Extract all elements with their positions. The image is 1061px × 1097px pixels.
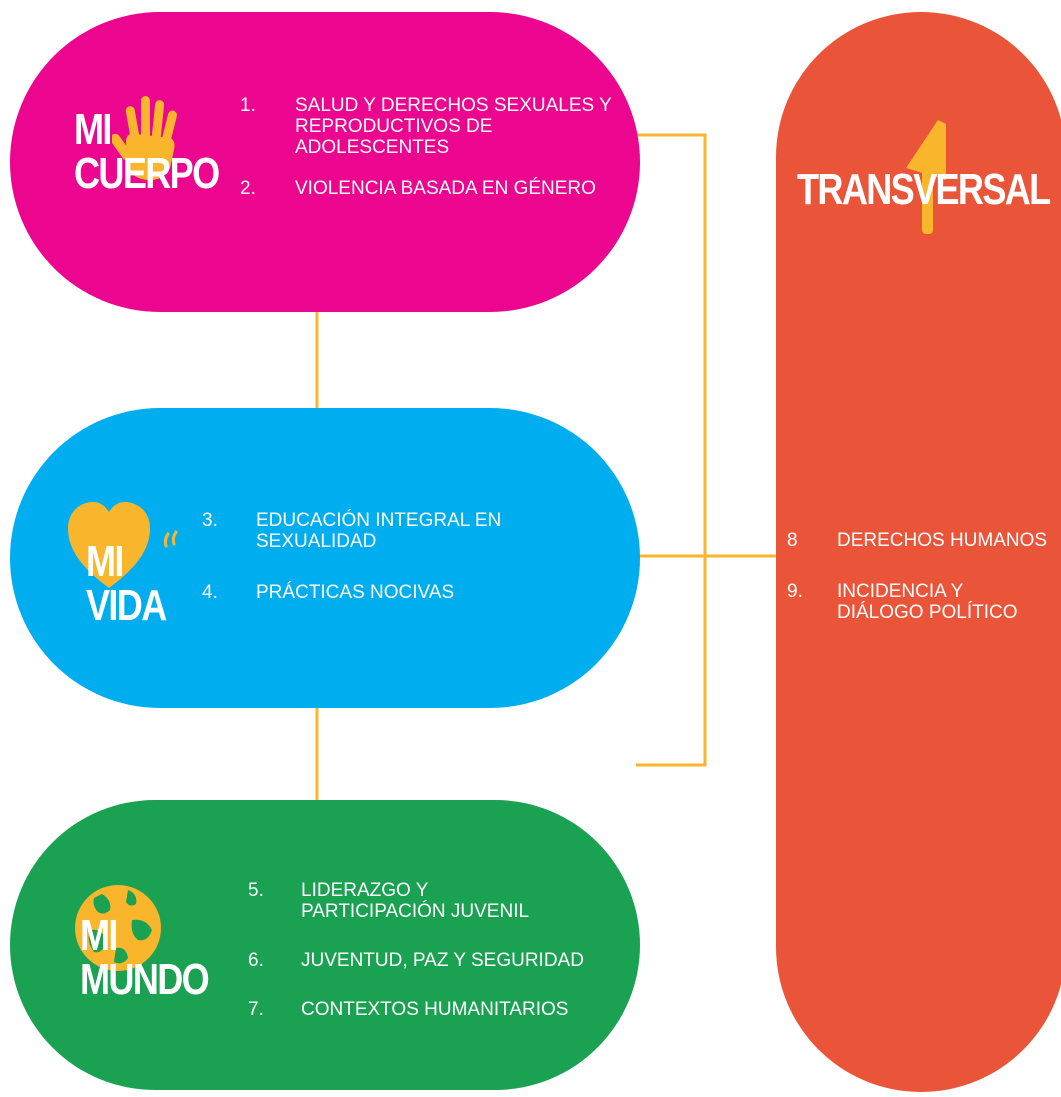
list-item: 5. LIDERAZGO Y PARTICIPACIÓN JUVENIL [248, 880, 608, 922]
globe-icon [75, 885, 161, 971]
heart-icon [68, 502, 178, 588]
transversal-title: TRANSVERSAL [797, 165, 1051, 214]
item-label: JUVENTUD, PAZ Y SEGURIDAD [301, 950, 584, 971]
list-item: 1. SALUD Y DERECHOS SEXUALES Y REPRODUCT… [240, 95, 625, 158]
transversal-pill [776, 12, 1061, 1092]
connector-bracket [636, 133, 707, 767]
mi-cuerpo-pill [10, 12, 640, 312]
item-label: DERECHOS HUMANOS [837, 530, 1048, 551]
mi-mundo-title: MI MUNDO [80, 911, 210, 1004]
mi-vida-title: MI VIDA [86, 537, 167, 630]
item-number: 6. [248, 950, 264, 971]
item-label: CONTEXTOS HUMANITARIOS [301, 999, 569, 1020]
mi-vida-title-line1: MI [86, 537, 124, 586]
item-number: 3. [202, 510, 218, 531]
item-label: PRÁCTICAS NOCIVAS [256, 582, 455, 603]
list-item: 7. CONTEXTOS HUMANITARIOS [248, 999, 608, 1020]
list-item: 4. PRÁCTICAS NOCIVAS [202, 582, 522, 603]
mi-mundo-title-line2: MUNDO [80, 955, 210, 1004]
mi-cuerpo-list: 1. SALUD Y DERECHOS SEXUALES Y REPRODUCT… [240, 95, 625, 199]
item-label: INCIDENCIA Y DIÁLOGO POLÍTICO [837, 581, 1018, 623]
list-item: 8 DERECHOS HUMANOS [787, 530, 1057, 551]
item-label: VIOLENCIA BASADA EN GÉNERO [295, 178, 596, 199]
mi-vida-title-line2: VIDA [86, 581, 167, 630]
hand-icon [112, 96, 177, 180]
list-item: 3. EDUCACIÓN INTEGRAL EN SEXUALIDAD [202, 510, 522, 552]
mi-cuerpo-title-line2: CUERPO [74, 149, 220, 198]
item-number: 2. [240, 178, 256, 199]
list-item: 6. JUVENTUD, PAZ Y SEGURIDAD [248, 950, 608, 971]
mi-cuerpo-title: MI CUERPO [74, 105, 220, 198]
list-item: 2. VIOLENCIA BASADA EN GÉNERO [240, 178, 625, 199]
list-item: 9. INCIDENCIA Y DIÁLOGO POLÍTICO [787, 581, 1057, 623]
item-number: 8 [787, 530, 798, 551]
item-label: SALUD Y DERECHOS SEXUALES Y REPRODUCTIVO… [295, 95, 612, 158]
item-number: 9. [787, 581, 803, 602]
transversal-list: 8 DERECHOS HUMANOS 9. INCIDENCIA Y DIÁLO… [787, 530, 1057, 623]
item-number: 7. [248, 999, 264, 1020]
mi-mundo-list: 5. LIDERAZGO Y PARTICIPACIÓN JUVENIL 6. … [248, 880, 608, 1020]
item-number: 4. [202, 582, 218, 603]
mi-vida-list: 3. EDUCACIÓN INTEGRAL EN SEXUALIDAD 4. P… [202, 510, 522, 603]
item-number: 5. [248, 880, 264, 901]
megaphone-icon [906, 120, 946, 234]
mi-cuerpo-title-line1: MI [74, 105, 112, 154]
item-label: LIDERAZGO Y PARTICIPACIÓN JUVENIL [301, 880, 530, 922]
item-number: 1. [240, 95, 256, 116]
mi-mundo-title-line1: MI [80, 911, 118, 960]
item-label: EDUCACIÓN INTEGRAL EN SEXUALIDAD [256, 510, 502, 552]
